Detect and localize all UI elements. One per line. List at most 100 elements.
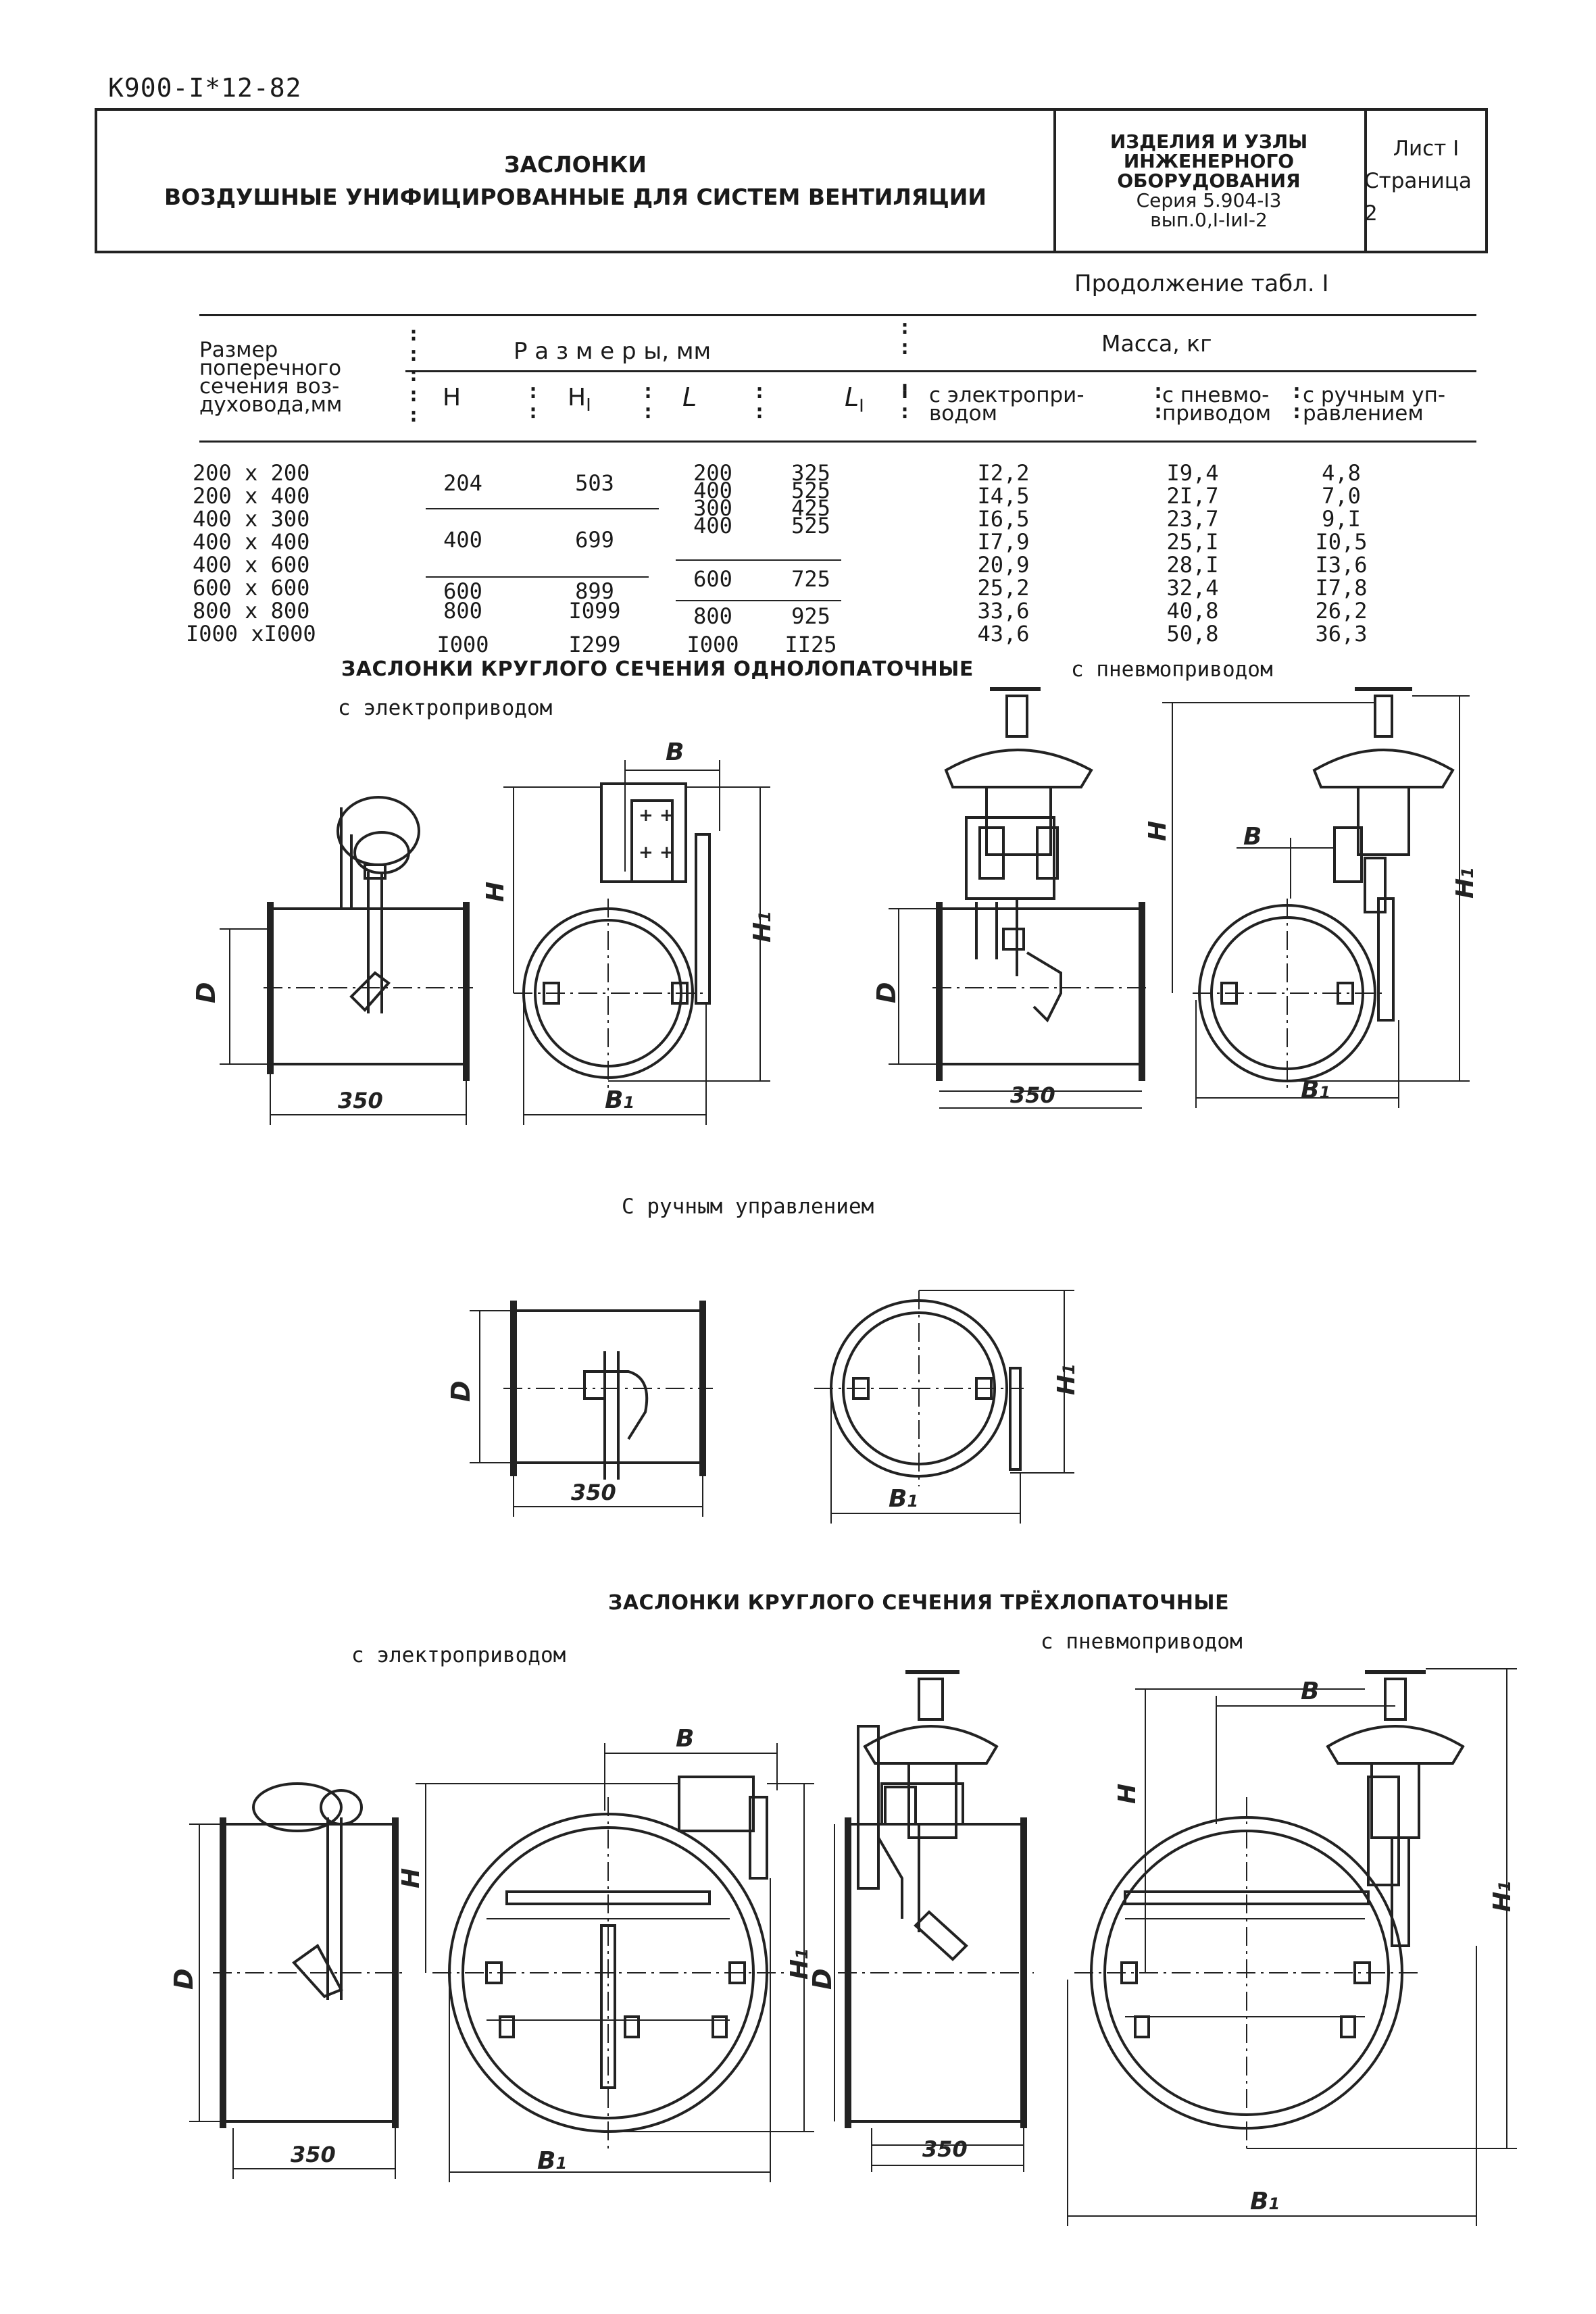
svg-text:B1: B1 xyxy=(1301,1076,1330,1104)
dim-H1: H1 xyxy=(749,911,776,942)
title-line-2: ВОЗДУШНЫЕ УНИФИЦИРОВАННЫЕ ДЛЯ СИСТЕМ ВЕН… xyxy=(164,183,987,210)
manual-control-caption: С ручным управлением xyxy=(622,1194,874,1219)
sheet-number: Лист I xyxy=(1393,136,1460,161)
drawing-single-electric-side: D 350 xyxy=(191,796,473,1125)
pneumo-drive-caption: с пневмоприводом xyxy=(1071,657,1273,682)
row-group-rule xyxy=(676,559,841,561)
electric-drive-caption-2: с электроприводом xyxy=(351,1643,566,1667)
col-separator: :: xyxy=(527,380,540,424)
H-value: 800 xyxy=(443,598,482,624)
H1-value: 899 xyxy=(575,578,614,604)
table-continuation-label: Продолжение табл. I xyxy=(1074,270,1329,297)
col-manual-header: с ручным уп- равлением xyxy=(1303,383,1446,426)
svg-text:H1: H1 xyxy=(1053,1363,1080,1395)
series-line-3: ОБОРУДОВАНИЯ xyxy=(1117,170,1301,192)
L1-value: II25 xyxy=(784,632,837,657)
dim-B1: B1 xyxy=(605,1086,634,1114)
col-separator: :: xyxy=(899,380,912,424)
col-H-header: H xyxy=(443,384,462,411)
drawing-manual-side: D 350 xyxy=(446,1301,713,1517)
H1-value: 503 xyxy=(575,470,614,496)
svg-text:B: B xyxy=(676,1725,694,1753)
drawing-triple-electric-side: D 350 xyxy=(169,1782,405,2179)
col-L-header: L xyxy=(682,382,697,412)
title-block-sheet: Лист I Страница 2 xyxy=(1364,111,1488,251)
col-H1-header: HI xyxy=(568,384,591,416)
svg-text:+ +: + + xyxy=(639,805,674,826)
electric-drive-caption: с электроприводом xyxy=(338,696,553,720)
series-line-1: ИЗДЕЛИЯ И УЗЛЫ xyxy=(1109,130,1308,153)
svg-text:B1: B1 xyxy=(889,1485,918,1513)
svg-text:H: H xyxy=(1144,821,1172,841)
H-value: I000 xyxy=(437,632,489,657)
H-value: 600 xyxy=(443,578,482,604)
col-group-dimensions: Р а з м е р ы, мм xyxy=(514,338,712,365)
col-separator: ::::: xyxy=(407,322,420,427)
col-separator: :: xyxy=(1152,380,1165,424)
svg-text:D: D xyxy=(169,1968,199,1990)
svg-text:350: 350 xyxy=(291,2142,336,2167)
svg-text:B: B xyxy=(1243,823,1262,851)
svg-text:H: H xyxy=(397,1868,425,1888)
drawing-triple-electric-front: B H H1 B1 xyxy=(397,1725,814,2182)
col-electric-header: с электропри- водом xyxy=(929,383,1084,426)
dim-350: 350 xyxy=(338,1088,383,1113)
L1-value: 725 xyxy=(791,566,830,592)
single-blade-title: ЗАСЛОНКИ КРУГЛОГО СЕЧЕНИЯ ОДНОЛОПАТОЧНЫЕ xyxy=(341,657,974,681)
dim-D: D xyxy=(191,982,221,1003)
series-line-4: Серия 5.904-I3 xyxy=(1136,189,1282,211)
title-line-1: ЗАСЛОНКИ xyxy=(504,151,647,178)
L-value: 800 xyxy=(693,603,732,629)
svg-text:H1: H1 xyxy=(786,1948,814,1980)
H-value: 204 xyxy=(443,470,482,496)
drawing-single-pneumo-front: B H H1 B1 xyxy=(1144,687,1479,1108)
title-block: ЗАСЛОНКИ ВОЗДУШНЫЕ УНИФИЦИРОВАННЫЕ ДЛЯ С… xyxy=(95,108,1488,253)
svg-text:350: 350 xyxy=(571,1480,616,1505)
svg-text:350: 350 xyxy=(1010,1082,1055,1108)
row-group-rule xyxy=(426,576,649,578)
svg-text:D: D xyxy=(807,1968,837,1990)
drawing-manual-front: H1 B1 xyxy=(814,1290,1080,1524)
svg-text:+ +: + + xyxy=(639,842,674,863)
svg-text:D: D xyxy=(446,1380,476,1402)
drawing-triple-pneumo-front: B H H1 B1 xyxy=(1067,1668,1517,2226)
col-separator: ::: xyxy=(899,316,912,400)
pneumo-drive-caption-2: с пневмоприводом xyxy=(1041,1630,1243,1654)
col-pneumo-header: с пневмо- приводом xyxy=(1162,383,1272,426)
svg-text:B: B xyxy=(1301,1678,1319,1705)
col-separator: :: xyxy=(1291,380,1303,424)
dim-B: B xyxy=(666,738,684,766)
page-number: Страница 2 xyxy=(1364,168,1472,226)
series-line-5: вып.0,I-IиI-2 xyxy=(1150,209,1268,231)
svg-text:B1: B1 xyxy=(1250,2188,1280,2215)
svg-text:H: H xyxy=(1114,1784,1141,1804)
H-value: 400 xyxy=(443,527,482,553)
L-value: I000 xyxy=(687,632,739,657)
svg-text:H1: H1 xyxy=(1451,867,1479,899)
triple-blade-title: ЗАСЛОНКИ КРУГЛОГО СЕЧЕНИЯ ТРЁХЛОПАТОЧНЫЕ xyxy=(608,1591,1230,1615)
table-group-rule xyxy=(405,370,1476,372)
svg-text:B1: B1 xyxy=(537,2147,567,2175)
drawing-triple-pneumo-side: D 350 xyxy=(807,1670,1034,2172)
svg-text:H1: H1 xyxy=(1489,1880,1516,1912)
col-separator: :: xyxy=(753,380,766,424)
col-group-mass: Масса, кг xyxy=(1101,330,1212,357)
dim-H: H xyxy=(482,882,509,902)
svg-text:D: D xyxy=(872,982,901,1003)
col-size-header: Размер поперечного сечения воз- духовода… xyxy=(199,338,343,417)
H1-value: 699 xyxy=(575,527,614,553)
series-line-2: ИНЖЕНЕРНОГО xyxy=(1123,150,1295,172)
title-block-series: ИЗДЕЛИЯ И УЗЛЫ ИНЖЕНЕРНОГО ОБОРУДОВАНИЯ … xyxy=(1053,111,1367,251)
H1-value: I299 xyxy=(568,632,621,657)
H1-value: I099 xyxy=(568,598,621,624)
drawing-single-pneumo-side: D 350 xyxy=(872,687,1149,1109)
col-L1-header: LI xyxy=(845,382,864,417)
L1-value: 925 xyxy=(791,603,830,629)
col-separator: :: xyxy=(642,380,655,424)
table-top-rule xyxy=(199,314,1476,316)
